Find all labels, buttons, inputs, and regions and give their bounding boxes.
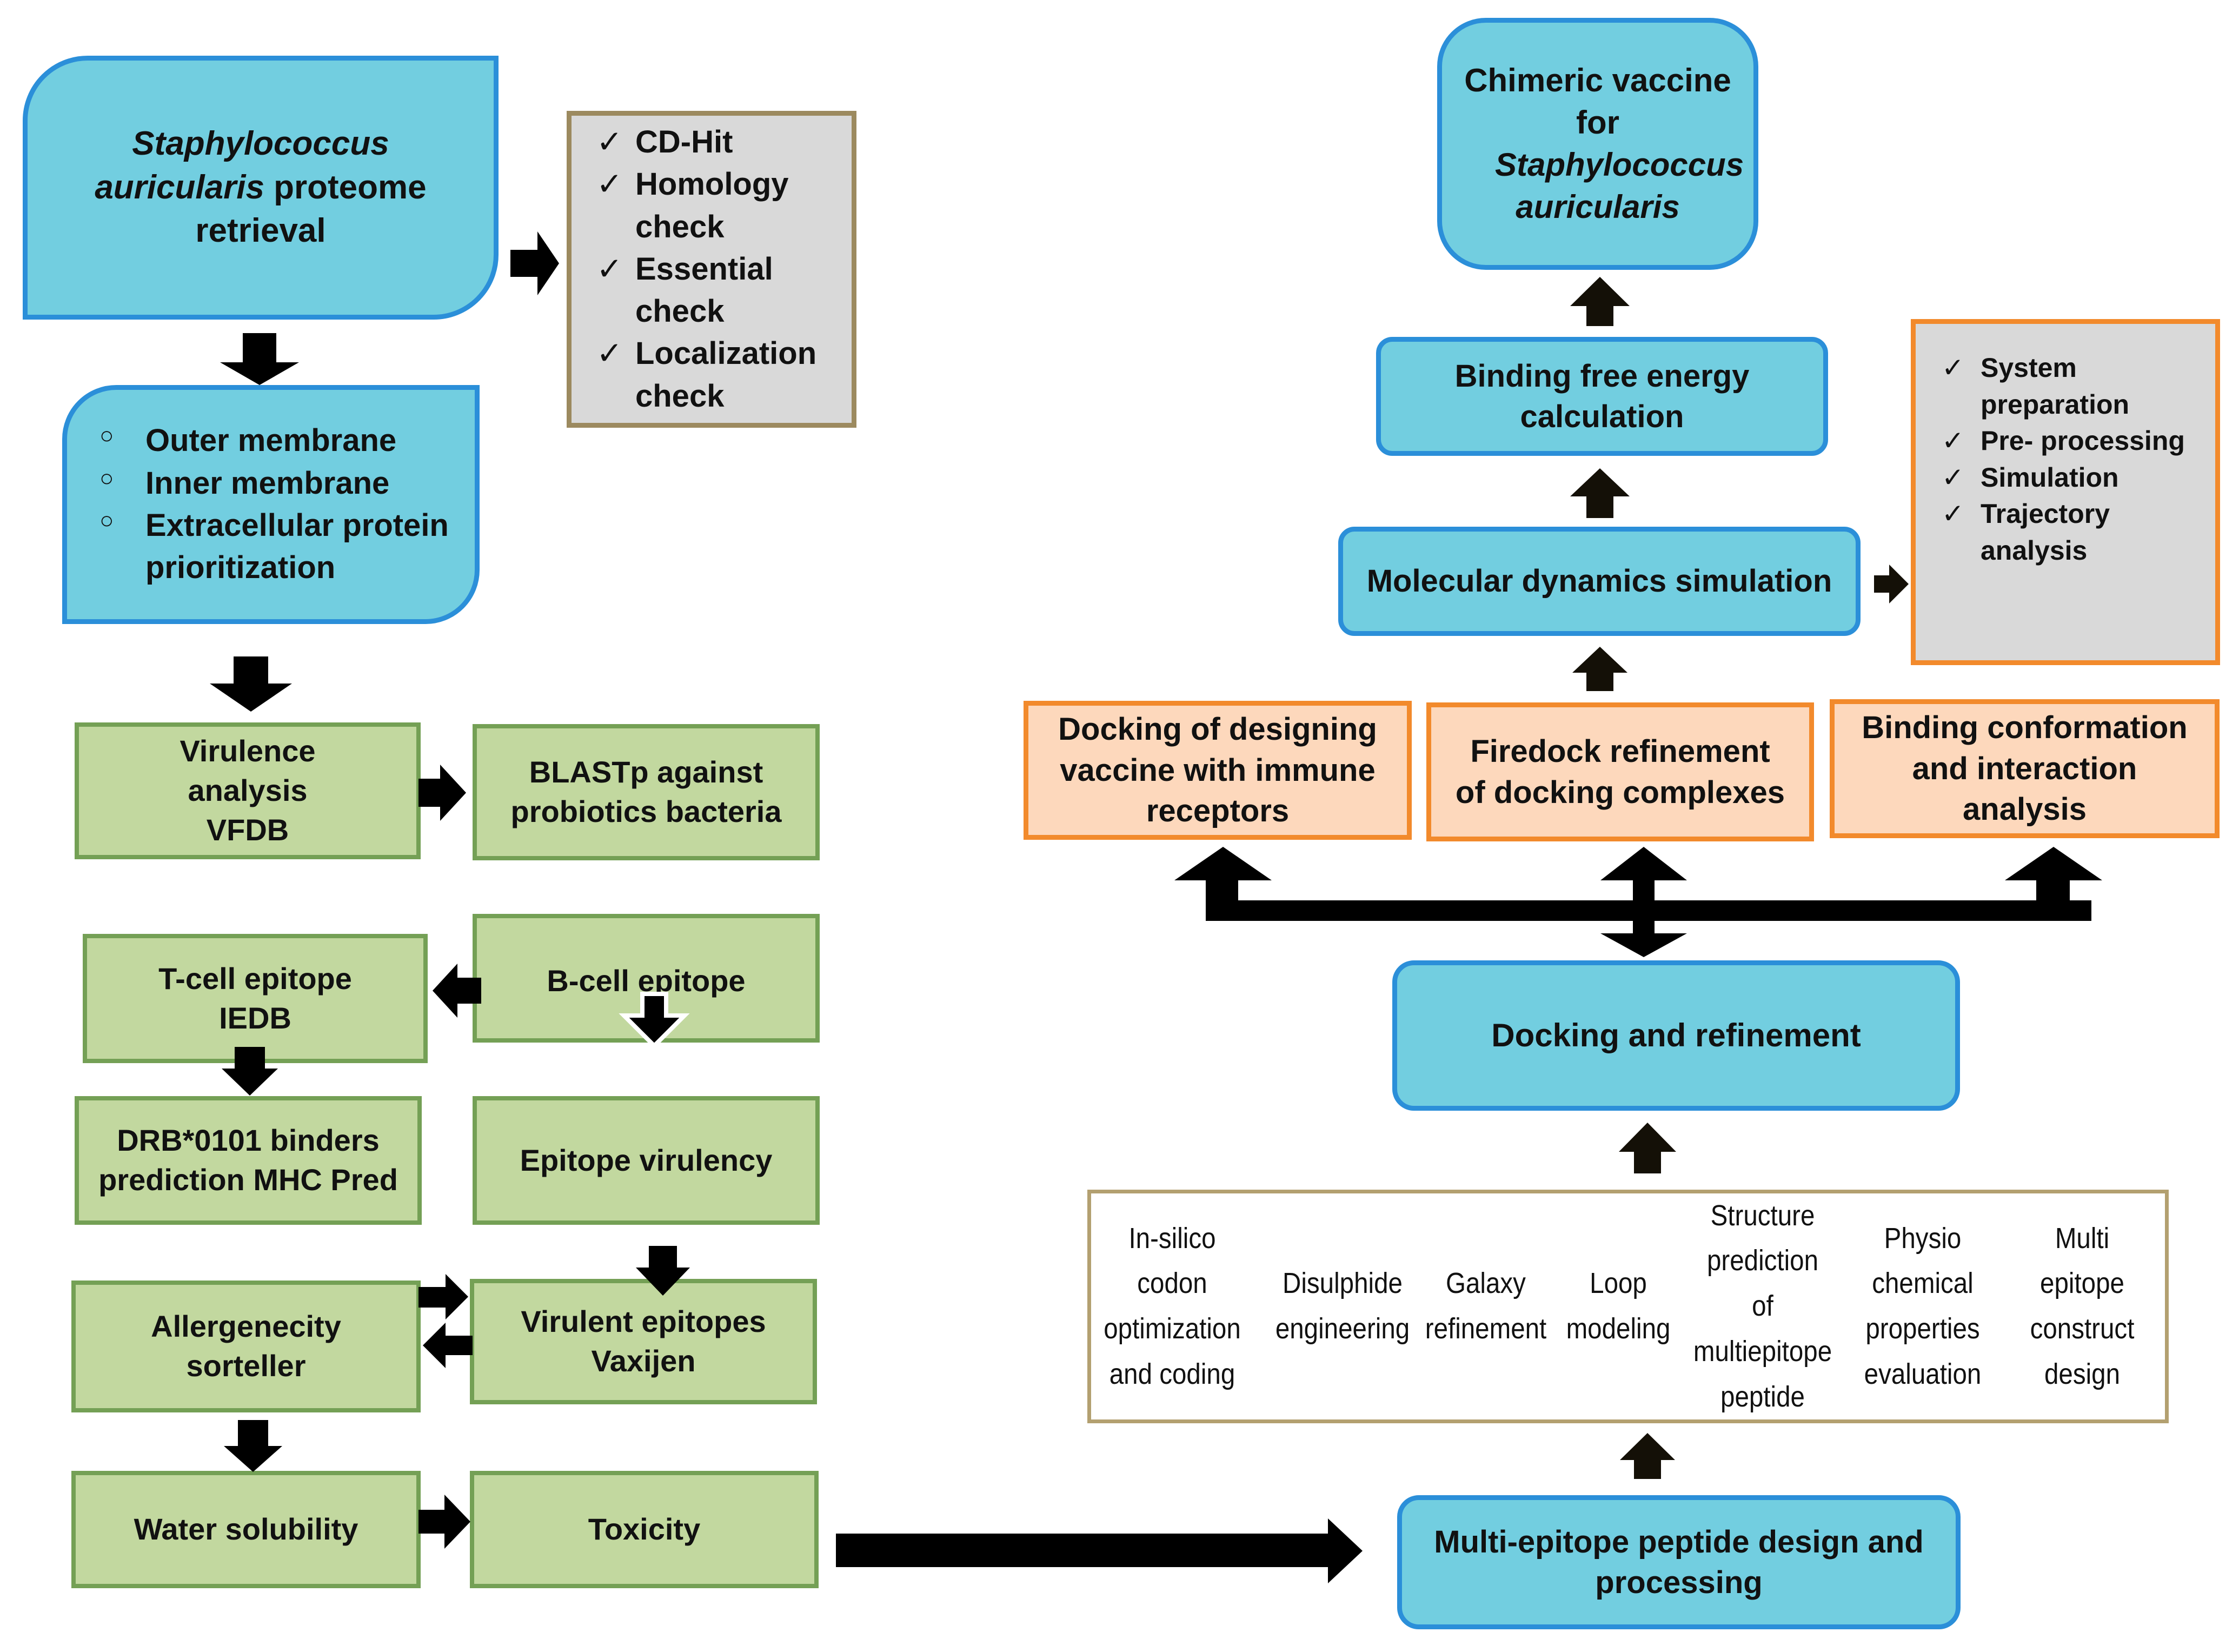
step-disulphide: Disulphide engineering xyxy=(1275,1267,1410,1345)
virulence-label: Virulence analysis VFDB xyxy=(180,734,316,847)
arrow-down-retrieval xyxy=(220,333,299,385)
check-pre-processing: Pre- processing xyxy=(1938,423,2193,460)
drb-binders-box: DRB*0101 binders prediction MHC Pred xyxy=(75,1096,422,1225)
blastp-label: BLASTp against probiotics bacteria xyxy=(510,755,782,828)
arrow-down-prioritization xyxy=(210,656,292,712)
step-structure-prediction: Structure prediction of multiepitope pep… xyxy=(1693,1199,1832,1413)
virulent-epitopes-box: Virulent epitopes Vaxijen xyxy=(470,1279,817,1404)
proteome-retrieval-box: Staphylococcus auricularis proteome retr… xyxy=(23,56,499,320)
branch-left-up xyxy=(1174,847,1272,921)
multi-epitope-design-box: Multi-epitope peptide design and process… xyxy=(1397,1495,1961,1629)
arrow-up-multi-epitope xyxy=(1620,1433,1675,1479)
docking-refinement-box: Docking and refinement xyxy=(1392,960,1960,1111)
binding-conformation-label: Binding conformation and interaction ana… xyxy=(1862,710,2188,827)
binding-energy-label: Binding free energy calculation xyxy=(1454,358,1750,434)
arrow-long-toxicity xyxy=(836,1518,1363,1583)
docking-refinement-label: Docking and refinement xyxy=(1491,1017,1861,1053)
item-outer-membrane: Outer membrane xyxy=(67,420,478,462)
drb-label: DRB*0101 binders prediction MHC Pred xyxy=(98,1123,398,1197)
md-simulation-label: Molecular dynamics simulation xyxy=(1366,563,1832,599)
check-system-preparation: System preparation xyxy=(1938,350,2193,423)
check-essential: Essential check xyxy=(593,248,847,333)
arrow-down-virulency xyxy=(636,1246,690,1296)
arrow-left-virulent xyxy=(423,1323,473,1368)
arrow-up-md-to-energy xyxy=(1570,468,1630,518)
arrow-right-retrieval xyxy=(510,231,559,295)
arrow-down-allergenicity xyxy=(224,1420,282,1472)
check-simulation: Simulation xyxy=(1938,460,2193,496)
check-homology: Homology check xyxy=(593,163,847,248)
allergenicity-box: Allergenecity sorteller xyxy=(71,1281,421,1412)
arrow-left-bcell xyxy=(433,964,481,1018)
virulent-epitopes-label: Virulent epitopes Vaxijen xyxy=(521,1304,766,1378)
vaccine-line2: for xyxy=(1576,104,1619,141)
design-steps-box: In-silico codon optimization and coding … xyxy=(1087,1190,2169,1423)
branch-center-double xyxy=(1600,847,1687,957)
item-inner-membrane: Inner membrane xyxy=(67,462,478,505)
toxicity-label: Toxicity xyxy=(588,1512,701,1547)
chimeric-vaccine-box: Chimeric vaccine for Staphylococcus auri… xyxy=(1437,18,1758,270)
filter-checklist-box: CD-Hit Homology check Essential check Lo… xyxy=(567,111,856,428)
docking-immune-label: Docking of designing vaccine with immune… xyxy=(1058,712,1377,829)
allergenicity-label: Allergenecity sorteller xyxy=(151,1309,341,1383)
binding-energy-box: Binding free energy calculation xyxy=(1376,337,1828,456)
blastp-box: BLASTp against probiotics bacteria xyxy=(473,724,820,860)
step-construct-design: Multi epitope construct design xyxy=(2030,1222,2135,1390)
arrow-right-md xyxy=(1874,565,1909,603)
arrow-down-tcell xyxy=(222,1047,278,1096)
arrow-up-vaccine xyxy=(1570,277,1630,326)
virulence-analysis-box: Virulence analysis VFDB xyxy=(75,722,421,859)
epitope-virulency-box: Epitope virulency xyxy=(473,1096,820,1225)
organism-name: Staphylococcus auricularis xyxy=(95,125,389,206)
toxicity-box: Toxicity xyxy=(470,1471,819,1588)
docking-immune-box: Docking of designing vaccine with immune… xyxy=(1024,701,1412,840)
binding-conformation-box: Binding conformation and interaction ana… xyxy=(1830,699,2220,838)
epitope-virulency-label: Epitope virulency xyxy=(520,1143,773,1177)
item-extracellular: Extracellular protein prioritization xyxy=(67,505,478,589)
step-loop-modeling: Loop modeling xyxy=(1566,1267,1671,1345)
check-trajectory: Trajectory analysis xyxy=(1938,496,2193,569)
arrow-down-bcell xyxy=(619,992,690,1049)
step-codon-optimization: In-silico codon optimization and coding xyxy=(1104,1222,1241,1390)
prioritization-box: Outer membrane Inner membrane Extracellu… xyxy=(62,385,480,624)
retrieval-label: proteome retrieval xyxy=(195,168,427,250)
arrow-right-water xyxy=(418,1495,470,1549)
step-physiochemical: Physio chemical properties evaluation xyxy=(1864,1222,1982,1390)
multi-epitope-label: Multi-epitope peptide design and process… xyxy=(1434,1524,1924,1600)
arrow-up-design-steps xyxy=(1619,1123,1676,1173)
step-galaxy: Galaxy refinement xyxy=(1425,1267,1547,1345)
firedock-box: Firedock refinement of docking complexes xyxy=(1426,702,1814,841)
vaccine-line1: Chimeric vaccine xyxy=(1464,62,1731,98)
branch-right-up xyxy=(2005,847,2102,921)
md-checklist-box: System preparation Pre- processing Simul… xyxy=(1911,319,2220,665)
water-solubility-box: Water solubility xyxy=(71,1471,421,1588)
check-localization: Localization check xyxy=(593,333,847,417)
arrow-right-virulence xyxy=(418,765,466,821)
water-solubility-label: Water solubility xyxy=(134,1512,358,1547)
check-cd-hit: CD-Hit xyxy=(593,121,847,164)
md-simulation-box: Molecular dynamics simulation xyxy=(1338,527,1861,636)
arrow-right-allergenicity xyxy=(418,1274,468,1319)
arrow-up-md xyxy=(1572,647,1627,691)
firedock-label: Firedock refinement of docking complexes xyxy=(1455,734,1785,810)
tcell-label: T-cell epitope IEDB xyxy=(158,961,352,1035)
